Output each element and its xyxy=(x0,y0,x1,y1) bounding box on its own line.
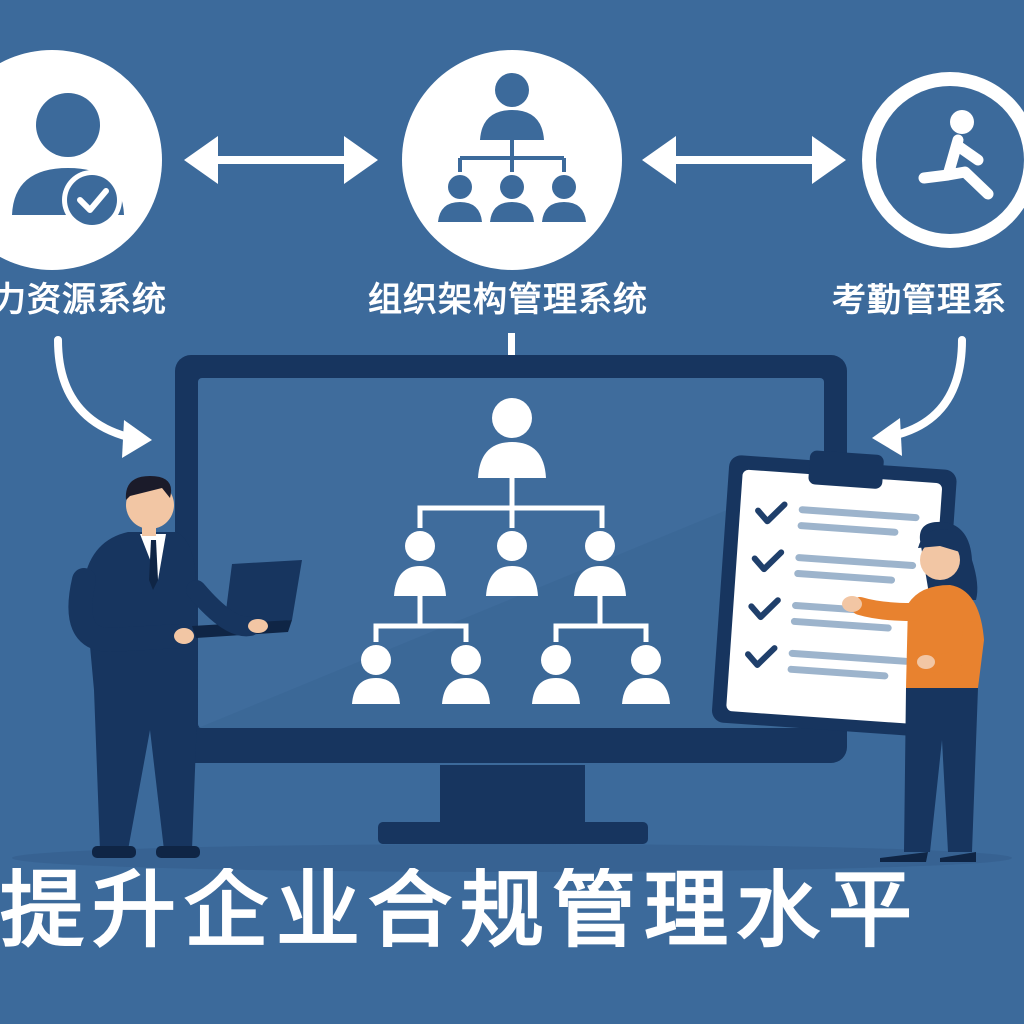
headline: 提升企业合规管理水平 xyxy=(0,868,921,952)
org-system-node xyxy=(402,50,622,270)
curved-arrow-left xyxy=(54,336,136,442)
double-arrow-right xyxy=(642,136,846,184)
org-chart-icon xyxy=(438,73,586,222)
ground-shadow xyxy=(12,844,1012,872)
checklist-clipboard xyxy=(712,450,957,737)
screen-org-chart xyxy=(352,398,670,704)
hr-system-node xyxy=(0,50,162,270)
running-person-icon xyxy=(918,110,994,200)
monitor-stand xyxy=(440,765,585,825)
connector-line xyxy=(508,333,515,355)
woman xyxy=(842,521,984,862)
curved-arrow-right xyxy=(888,336,966,440)
attendance-system-label: 考勤管理系 xyxy=(832,283,1007,317)
businessman xyxy=(68,476,302,858)
double-arrow-left xyxy=(184,136,378,184)
clipboard-clip xyxy=(808,450,884,489)
monitor-base xyxy=(378,822,648,844)
hr-system-label: 力资源系统 xyxy=(0,280,167,320)
org-system-label: 组织架构管理系统 xyxy=(368,280,648,320)
attendance-system-node xyxy=(862,72,1024,248)
user-check-icon xyxy=(12,93,124,230)
